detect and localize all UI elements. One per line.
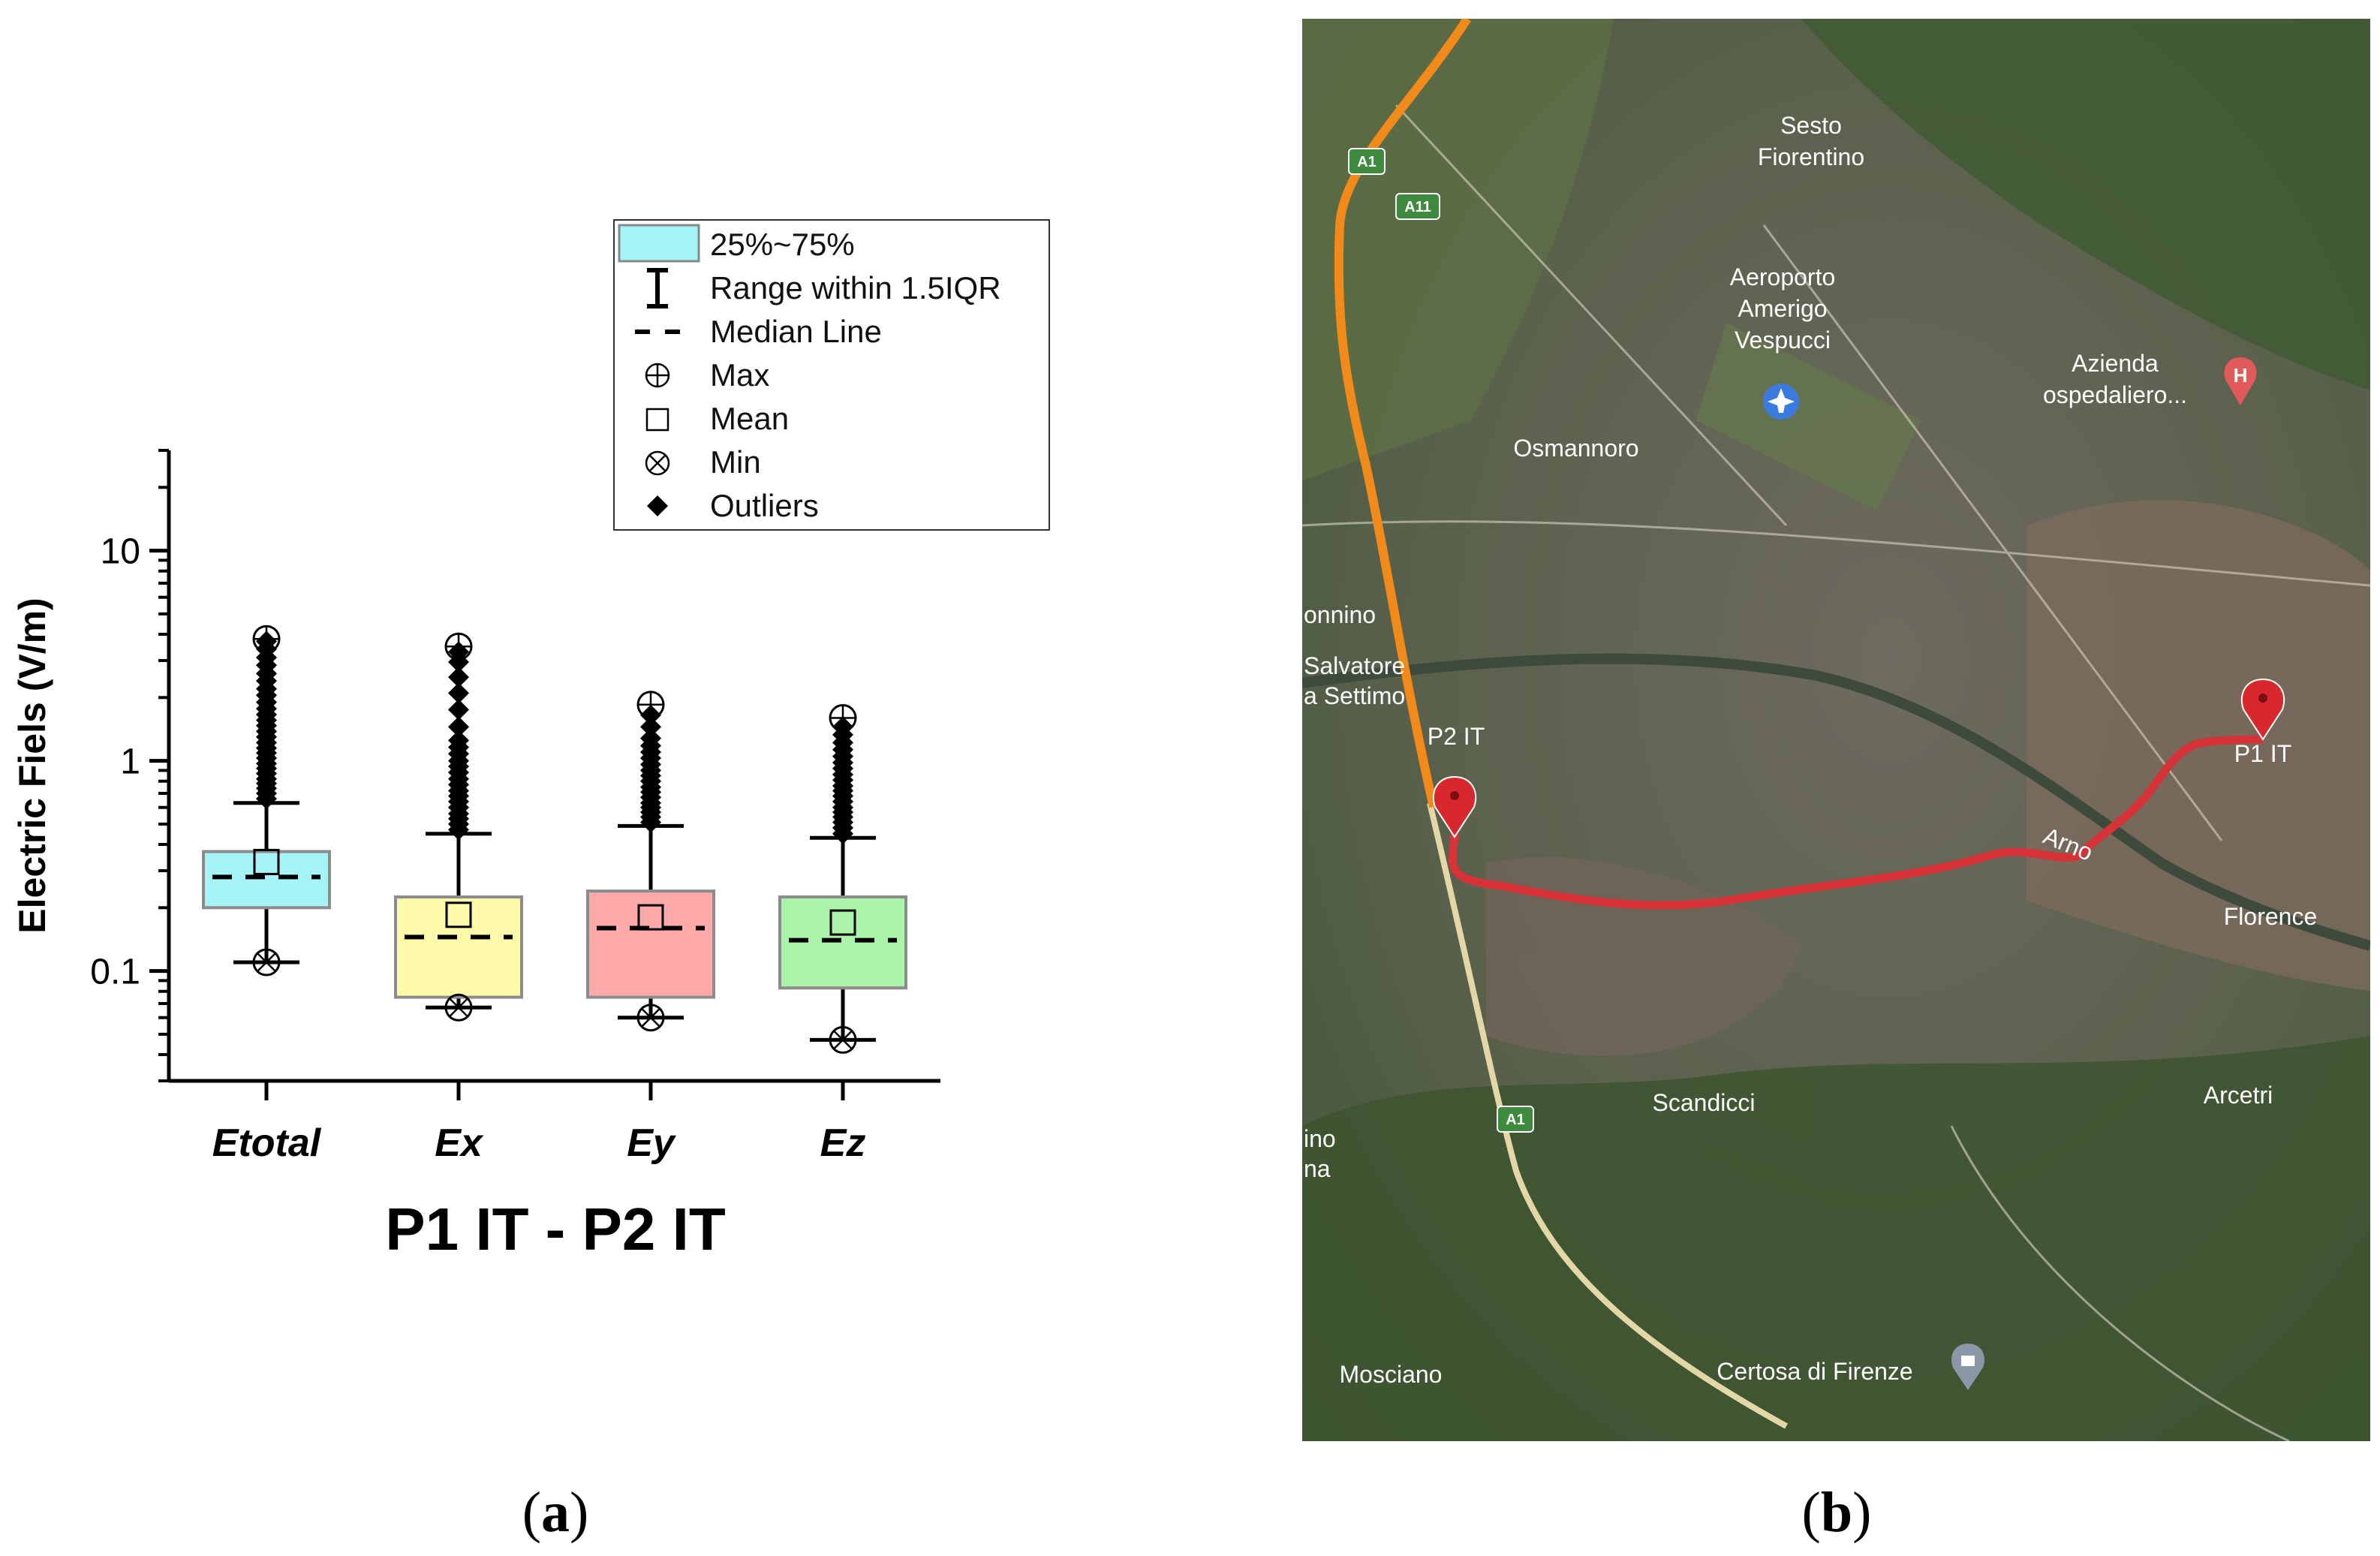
y-tick-label: 1 <box>120 742 140 782</box>
min-marker <box>829 1025 857 1054</box>
box-ey <box>586 691 715 1032</box>
mean-marker <box>253 848 280 875</box>
legend-max-symbol <box>645 363 670 388</box>
legend-label-range: Range within 1.5IQR <box>710 270 1001 305</box>
x-tick-label: Etotal <box>212 1121 322 1165</box>
road-shield-a11: A11 <box>1395 193 1440 220</box>
place-osmannoro: Osmannoro <box>1513 435 1638 462</box>
hills-north <box>1801 19 2370 390</box>
svg-text:A11: A11 <box>1404 199 1431 215</box>
hospital-icon: H <box>2224 357 2257 405</box>
svg-text:A1: A1 <box>1357 154 1377 170</box>
outlier-point <box>448 667 469 688</box>
legend-label-max: Max <box>710 357 769 393</box>
min-marker-x2 <box>257 953 276 972</box>
x-tick-label: Ex <box>435 1121 484 1165</box>
urban-scandicci <box>1486 857 1801 1056</box>
legend-label-min: Min <box>710 444 761 480</box>
outlier-point <box>448 730 469 751</box>
legend-label-median: Median Line <box>710 314 882 349</box>
marker-p1 <box>2240 678 2285 741</box>
legend-frame <box>613 219 1050 531</box>
box-ex <box>394 632 523 1022</box>
x-tick-label: Ey <box>627 1121 677 1165</box>
route-p2-p1 <box>1448 735 2264 910</box>
y-tick-label: 10 <box>101 532 140 572</box>
outlier-point <box>448 716 469 738</box>
terrain-patches <box>1302 19 2370 1441</box>
min-marker-x2 <box>449 998 468 1018</box>
svg-text:A1: A1 <box>1506 1112 1525 1128</box>
legend-label-box: 25%~75% <box>710 227 855 262</box>
min-marker-x2 <box>833 1030 853 1050</box>
mean-marker <box>637 904 664 931</box>
iqr-box <box>394 895 523 999</box>
x-tick-label: Ez <box>820 1121 866 1165</box>
marker-p1-label: P1 IT <box>2234 740 2291 767</box>
airport-icon <box>1763 384 1799 420</box>
minor-roads <box>1302 104 2370 1441</box>
marker-p2 <box>1432 775 1477 838</box>
hills-south <box>1302 1036 2370 1441</box>
box-ez <box>778 703 907 1054</box>
outlier-point <box>448 682 469 704</box>
iqr-box <box>202 850 331 910</box>
a1-highway-south <box>1427 802 1788 1429</box>
y-ticks: 0.1 1 10 <box>90 449 169 1082</box>
box-etotal <box>202 625 331 977</box>
legend-box-swatch <box>618 224 700 263</box>
boxes <box>202 625 907 1054</box>
x-ticks: Etotal Ex Ey Ez <box>212 1081 866 1165</box>
mean-marker <box>445 901 472 928</box>
road-shield-a1-bottom: A1 <box>1497 1106 1534 1133</box>
svg-text:H: H <box>2234 364 2248 387</box>
y-tick-label: 0.1 <box>90 953 140 992</box>
airport-area <box>1696 323 1921 510</box>
place-bonnino: onnino <box>1304 601 1376 628</box>
satellite-map: H A1 A11 A1 <box>1302 19 2370 1441</box>
place-florence: Florence <box>2224 903 2318 930</box>
panel-label-a: (a) <box>522 1481 589 1544</box>
place-arcetri: Arcetri <box>2204 1082 2273 1109</box>
y-axis-label: Electric Fiels (V/m) <box>11 597 53 933</box>
road-shield-a1-top: A1 <box>1348 148 1386 175</box>
a1-highway-orange <box>1334 19 1472 808</box>
chart-title: P1 IT - P2 IT <box>385 1196 726 1263</box>
min-marker <box>252 948 281 977</box>
legend-min-symbol <box>645 450 670 476</box>
box-chart: 0.1 1 10 Etotal Ex Ey Ez Electric Fiels (V/m)… <box>11 219 1050 1263</box>
mean-marker <box>829 909 856 936</box>
marker-p2-label: P2 IT <box>1428 723 1485 750</box>
legend-label-mean: Mean <box>710 401 789 436</box>
legend-mean-symbol <box>645 408 669 432</box>
legend: 25%~75% Range within 1.5IQR Median Line … <box>613 219 1050 531</box>
iqr-box <box>586 889 715 999</box>
legend-label-outliers: Outliers <box>710 488 819 523</box>
min-marker <box>636 1004 665 1032</box>
place-mosciano: Mosciano <box>1340 1361 1443 1388</box>
place-certosa: Certosa di Firenze <box>1717 1358 1912 1385</box>
panel-label-b: (b) <box>1802 1481 1872 1544</box>
outlier-point <box>640 727 661 749</box>
min-marker-x2 <box>641 1007 660 1028</box>
legend-outlier-symbol <box>647 495 668 516</box>
legend-range-symbol <box>647 268 668 308</box>
min-marker <box>444 993 473 1022</box>
chart-axes <box>167 450 940 1083</box>
outlier-point <box>448 699 469 721</box>
landmark-icon <box>1951 1344 1984 1390</box>
arno-river <box>1302 653 2370 951</box>
outlier-point <box>640 716 661 738</box>
place-scandicci: Scandicci <box>1653 1089 1756 1116</box>
